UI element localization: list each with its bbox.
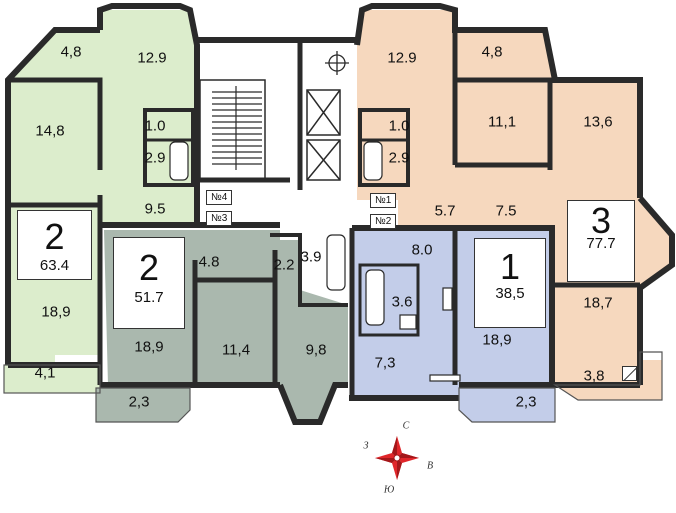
apartment-card-mid[interactable]: 2 51.7 [113, 237, 185, 329]
apartment-area: 38,5 [495, 285, 525, 302]
room-area-label: 12.9 [387, 49, 417, 67]
elevator-shafts [306, 89, 341, 181]
room-area-label: 18,7 [583, 294, 613, 312]
room-area-label: 2,3 [128, 393, 150, 411]
apartment-rooms: 3 [590, 200, 612, 241]
room-area-label: 4,8 [481, 43, 503, 61]
crosshair-icon [325, 51, 349, 75]
room-area-label: 14,8 [35, 122, 65, 140]
room-area-label: 4,1 [34, 364, 56, 382]
room-area-label: 3.9 [300, 248, 322, 266]
apartment-number-1: №1 [370, 193, 397, 208]
room-area-label: 7.5 [495, 202, 517, 220]
apartment-card-three[interactable]: 3 77.7 [567, 200, 635, 282]
room-area-label: 2.2 [273, 256, 295, 274]
apartment-rooms: 1 [499, 246, 521, 287]
apartment-area: 63.4 [39, 257, 70, 274]
compass-icon [375, 436, 419, 480]
room-area-label: 11,4 [221, 341, 251, 359]
room-area-label: 4,8 [60, 43, 82, 61]
room-area-label: 18,9 [41, 303, 71, 321]
room-area-label: 13,6 [583, 113, 613, 131]
room-area-label: 8.0 [411, 241, 433, 259]
compass-north: С [402, 420, 410, 432]
stair-treads [212, 86, 262, 170]
room-area-label: 1.0 [388, 117, 410, 135]
room-area-label: 7,3 [374, 354, 396, 372]
apartment-area: 51.7 [134, 289, 164, 306]
room-area-label: 2.9 [388, 149, 410, 167]
apartment-number-2: №2 [370, 214, 397, 229]
apartment-rooms: 2 [44, 216, 65, 257]
room-area-label: 4.8 [198, 253, 220, 271]
apartment-card-left[interactable]: 2 63.4 [17, 210, 92, 280]
room-area-label: 11,1 [487, 113, 517, 131]
apartment-number-4: №4 [206, 190, 233, 205]
apartment-area: 77.7 [586, 235, 616, 252]
room-area-label: 9,8 [305, 341, 327, 359]
room-area-label: 18,9 [482, 331, 512, 349]
room-area-label: 2.9 [144, 149, 166, 167]
room-area-label: 12.9 [137, 49, 167, 67]
compass-south: Ю [383, 484, 395, 496]
room-area-label: 1.0 [144, 117, 166, 135]
apartment-card-one[interactable]: 1 38,5 [474, 238, 546, 328]
balconies [3, 351, 663, 423]
room-area-label: 18,9 [134, 338, 164, 356]
room-area-label: 9.5 [144, 200, 166, 218]
room-area-label: 2,3 [515, 393, 537, 411]
fixtures [169, 141, 461, 382]
room-area-label: 5.7 [434, 202, 456, 220]
room-area-label: 3,8 [583, 367, 605, 385]
balcony-door-icon [622, 366, 637, 381]
compass-west: З [363, 440, 369, 452]
apartment-number-3: №3 [206, 211, 233, 226]
compass-east: В [426, 460, 434, 472]
apartment-rooms: 2 [138, 247, 160, 288]
room-area-label: 3.6 [391, 293, 413, 311]
